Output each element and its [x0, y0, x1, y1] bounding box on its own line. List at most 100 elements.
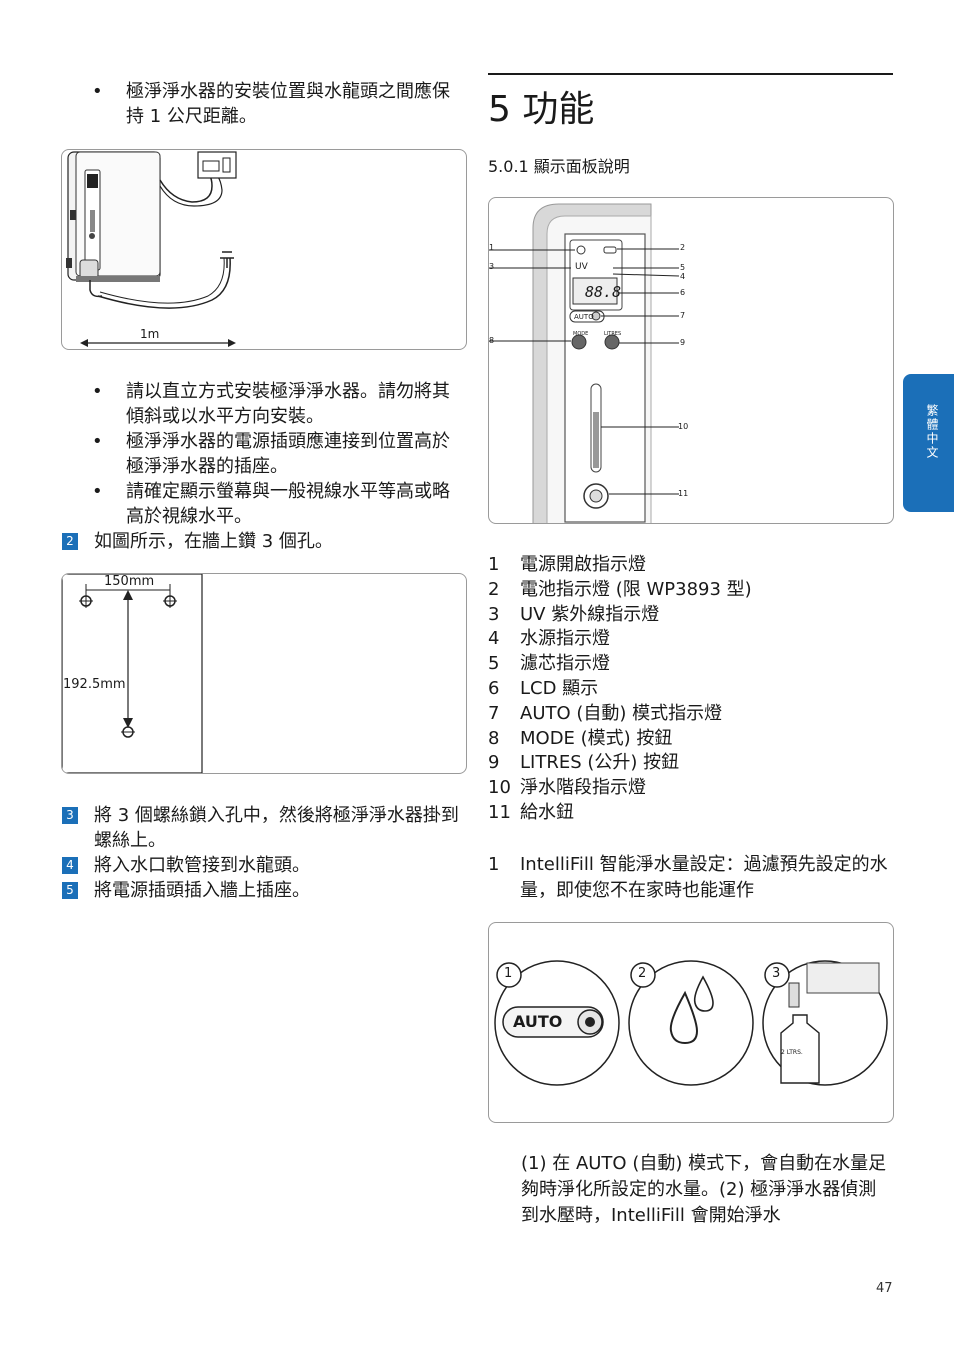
step-text: 將入水口軟管接到水龍頭。	[94, 855, 310, 876]
bullet-item: • 極淨淨水器的電源插頭應連接到位置高於極淨淨水器的插座。	[92, 429, 462, 479]
height-label: 192.5mm	[63, 677, 126, 692]
figure-drill-holes: 150mm 192.5mm	[61, 573, 467, 774]
circle-number-1: 1	[504, 966, 513, 981]
feature-number: 4	[488, 628, 500, 650]
circle-number-2: 2	[638, 966, 647, 981]
lcd-display-value: 88.8	[585, 283, 622, 301]
step-row: 3 將 3 個螺絲鎖入孔中，然後將極淨淨水器掛到螺絲上。	[62, 803, 472, 853]
language-tab-label: 繁體中文	[925, 404, 939, 460]
callout-1: 1	[489, 243, 495, 252]
page-number: 47	[876, 1281, 893, 1296]
steps-after: 3 將 3 個螺絲鎖入孔中，然後將極淨淨水器掛到螺絲上。 4 將入水口軟管接到水…	[62, 803, 472, 903]
figure-installation-distance: 1m	[61, 149, 467, 350]
installation-distance-illustration	[66, 151, 237, 347]
step-row: 5 將電源插頭插入牆上插座。	[62, 878, 472, 903]
feature-row: 11 給水鈕	[488, 801, 752, 826]
step-number-badge: 4	[62, 857, 78, 874]
callout-4: 4	[680, 272, 686, 281]
feature-number: 6	[488, 677, 500, 699]
feature-text: LITRES (公升) 按鈕	[520, 752, 680, 774]
width-label: 150mm	[104, 574, 155, 589]
bullet-text: 請以直立方式安裝極淨淨水器。請勿將其傾斜或以水平方向安裝。	[126, 381, 450, 427]
feature-text: 水源指示燈	[520, 628, 610, 650]
feature-number: 11	[488, 801, 511, 823]
bullet-item: • 極淨淨水器的安裝位置與水龍頭之間應保持 1 公尺距離。	[92, 79, 462, 129]
intellifill-description: (1) 在 AUTO (自動) 模式下，會自動在水量足夠時淨化所設定的水量。(2…	[521, 1153, 887, 1226]
language-tab: 繁體中文	[903, 374, 954, 512]
feature-number: 5	[488, 653, 500, 675]
step-row: 4 將入水口軟管接到水龍頭。	[62, 853, 472, 878]
feature-row: 4 水源指示燈	[488, 627, 752, 652]
bullet-list-middle: • 請以直立方式安裝極淨淨水器。請勿將其傾斜或以水平方向安裝。 • 極淨淨水器的…	[92, 379, 462, 529]
step-number-badge: 3	[62, 807, 78, 824]
feature-number: 10	[488, 777, 511, 799]
feature-row: 5 濾芯指示燈	[488, 652, 752, 677]
auto-label: AUTO	[574, 313, 594, 321]
subsection-heading: 5.0.1 顯示面板說明	[488, 157, 630, 176]
callout-10: 10	[678, 422, 689, 431]
auto-button-label: AUTO	[513, 1012, 563, 1031]
feature-text: 淨水階段指示燈	[520, 777, 646, 799]
step-number-badge: 5	[62, 882, 78, 899]
figure-intellifill: 1 2 3 AUTO 2 LTRS.	[488, 922, 894, 1123]
callout-7: 7	[680, 311, 686, 320]
callout-5: 5	[680, 263, 686, 272]
step-number-badge: 2	[62, 533, 78, 550]
step-text: 將電源插頭插入牆上插座。	[94, 880, 310, 901]
bullet-text: 極淨淨水器的安裝位置與水龍頭之間應保持 1 公尺距離。	[126, 81, 450, 127]
circle-number-3: 3	[772, 966, 781, 981]
feature-number: 1	[488, 554, 500, 575]
distance-label: 1m	[140, 327, 160, 341]
step-row: 2 如圖所示，在牆上鑽 3 個孔。	[62, 529, 472, 554]
feature-number: 3	[488, 603, 500, 625]
bullet-dot: •	[92, 381, 103, 402]
feature-number: 9	[488, 752, 500, 774]
figure-display-panel: UV 88.8 AUTO MODE LITRES 1 2 3 4 5 6 7 8…	[488, 197, 894, 524]
feature-text: 電源開啟指示燈	[520, 554, 646, 575]
section-rule	[488, 73, 893, 75]
feature-text: 給水鈕	[520, 801, 574, 823]
feature-text: LCD 顯示	[520, 677, 599, 699]
display-panel-diagram	[489, 203, 680, 523]
feature-number: 7	[488, 702, 500, 724]
callout-9: 9	[680, 338, 686, 347]
feature-text: 電池指示燈 (限 WP3893 型)	[520, 578, 752, 600]
feature-number: 2	[488, 578, 500, 600]
intellifill-text: IntelliFill 智能淨水量設定：過濾預先設定的水量，即使您不在家時也能運…	[520, 854, 888, 901]
litres-label: LITRES	[604, 331, 622, 337]
feature-row: 10 淨水階段指示燈	[488, 776, 752, 801]
intellifill-number: 1	[488, 854, 500, 875]
bullet-list-top: • 極淨淨水器的安裝位置與水龍頭之間應保持 1 公尺距離。	[92, 79, 462, 129]
feature-text: MODE (模式) 按鈕	[520, 727, 673, 749]
feature-number: 8	[488, 727, 500, 749]
feature-row: 6 LCD 顯示	[488, 677, 752, 702]
bottle-label: 2 LTRS.	[781, 1049, 803, 1056]
intellifill-item: 1 IntelliFill 智能淨水量設定：過濾預先設定的水量，即使您不在家時也…	[488, 852, 893, 904]
bullet-dot: •	[92, 481, 103, 502]
drill-holes-diagram	[62, 574, 203, 773]
feature-text: UV 紫外線指示燈	[520, 603, 660, 625]
bullet-text: 請確定顯示螢幕與一般視線水平等高或略高於視線水平。	[126, 481, 450, 527]
step-2: 2 如圖所示，在牆上鑽 3 個孔。	[62, 529, 472, 554]
feature-text: AUTO (自動) 模式指示燈	[520, 702, 723, 724]
callout-11: 11	[678, 489, 689, 498]
bullet-dot: •	[92, 431, 103, 452]
step-text: 將 3 個螺絲鎖入孔中，然後將極淨淨水器掛到螺絲上。	[94, 805, 459, 851]
feature-row: 9 LITRES (公升) 按鈕	[488, 751, 752, 776]
callout-6: 6	[680, 288, 686, 297]
uv-label: UV	[575, 262, 588, 272]
feature-text: 濾芯指示燈	[520, 653, 610, 675]
feature-row: 3 UV 紫外線指示燈	[488, 603, 752, 628]
section-heading: 5 功能	[488, 89, 595, 130]
feature-row: 1 電源開啟指示燈	[488, 553, 752, 578]
callout-2: 2	[680, 243, 686, 252]
feature-row: 2 電池指示燈 (限 WP3893 型)	[488, 578, 752, 603]
bullet-text: 極淨淨水器的電源插頭應連接到位置高於極淨淨水器的插座。	[126, 431, 450, 477]
callout-8: 8	[489, 336, 495, 345]
intellifill-illustration	[494, 960, 888, 1086]
bullet-item: • 請以直立方式安裝極淨淨水器。請勿將其傾斜或以水平方向安裝。	[92, 379, 462, 429]
mode-label: MODE	[573, 331, 589, 337]
bullet-dot: •	[92, 81, 103, 102]
step-text: 如圖所示，在牆上鑽 3 個孔。	[94, 531, 333, 552]
